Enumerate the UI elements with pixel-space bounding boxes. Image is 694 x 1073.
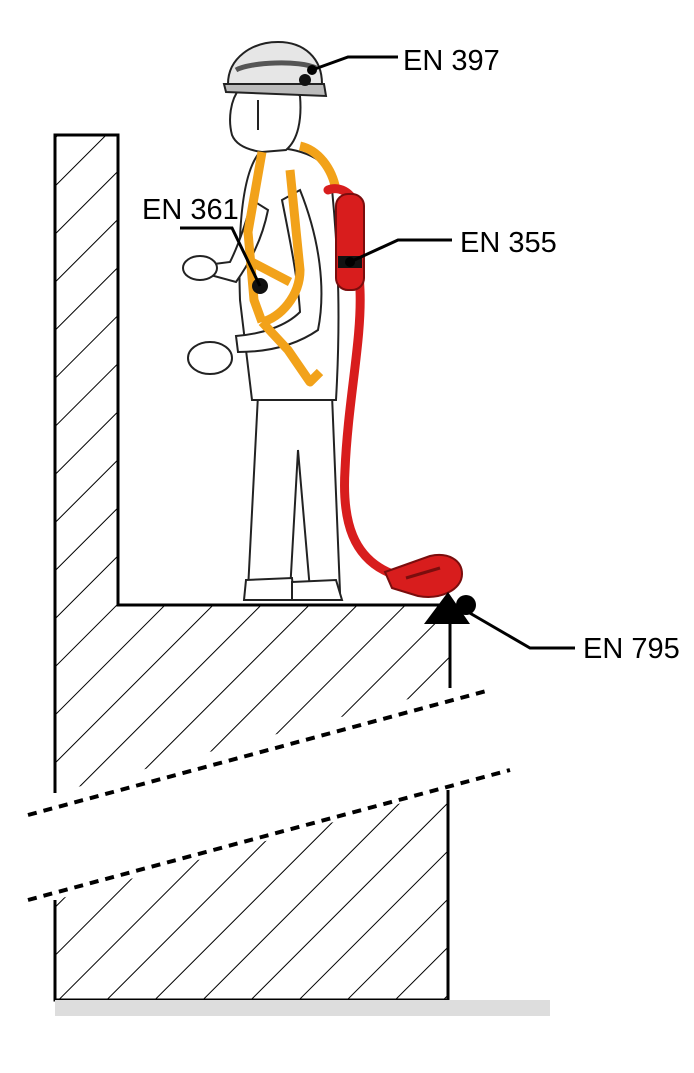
anchor-device-icon bbox=[424, 592, 476, 624]
callout-anchor: EN 795 bbox=[467, 610, 680, 665]
shock-absorber bbox=[335, 193, 365, 291]
label-en-361: EN 361 bbox=[142, 194, 239, 226]
callout-lanyard: EN 355 bbox=[345, 227, 557, 267]
wall-structure bbox=[27, 133, 550, 1016]
label-en-397: EN 397 bbox=[403, 45, 500, 77]
callout-connector: EN 361 bbox=[142, 194, 262, 287]
worker-shoe-back bbox=[242, 576, 296, 601]
worker-legs bbox=[246, 394, 342, 594]
ground-strip bbox=[55, 1000, 550, 1016]
lanyard bbox=[323, 184, 464, 598]
worker-hand-front bbox=[187, 341, 233, 375]
break-line-lower bbox=[27, 768, 511, 902]
worker-hand-back bbox=[182, 255, 218, 281]
label-en-355: EN 355 bbox=[460, 227, 557, 259]
callout-helmet: EN 397 bbox=[307, 45, 500, 77]
lanyard-hook bbox=[383, 554, 464, 598]
label-en-795: EN 795 bbox=[583, 633, 680, 665]
worker-shoe-front bbox=[291, 578, 344, 601]
